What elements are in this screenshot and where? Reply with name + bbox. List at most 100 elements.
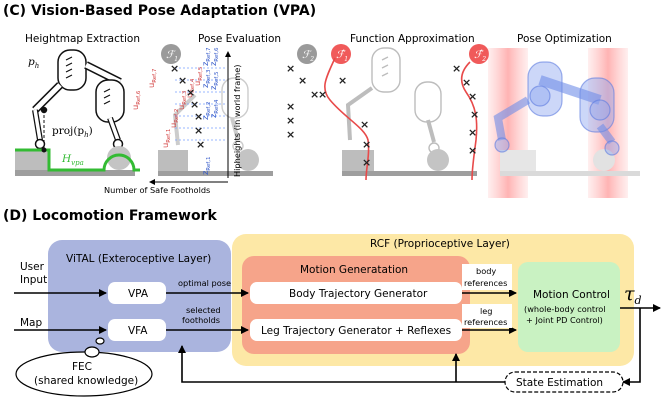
u-ref-label: uRef,2	[168, 109, 180, 128]
z-ref-label: zRef,1	[200, 157, 212, 175]
sample-x-mark: ×	[178, 74, 187, 87]
user-input-label-1: User	[20, 261, 45, 273]
hipheight-grid	[175, 67, 225, 141]
u-ref-label: uRef,6	[130, 90, 142, 110]
f2-badge-label: ℱ2	[302, 49, 314, 63]
pose-eval-panel: ℱ1 Hipheights (in world frame) Number of…	[104, 44, 273, 195]
sample-x-mark: ×	[286, 62, 295, 75]
fhat2-badge-label: ℱ̂2	[474, 49, 486, 63]
sample-x-mark: ×	[452, 62, 461, 75]
func-approx-panel-title: Function Approximation	[350, 33, 475, 45]
func-approx-samples: × × × × × × × × × × × × × × × × ×	[286, 62, 479, 169]
feedback-arrow-1	[622, 308, 641, 386]
sample-x-mark: ×	[286, 128, 295, 141]
z-ref-label: zRef,6	[208, 47, 220, 66]
ground-pipe	[107, 146, 131, 170]
safe-footholds-axis-label: Number of Safe Footholds	[104, 185, 210, 195]
sample-x-mark: ×	[362, 138, 371, 151]
fhat2-badge	[469, 44, 489, 64]
proj-label: proj(ph)	[52, 125, 93, 139]
flow-arrows	[14, 289, 661, 386]
selected-footholds-label-1: selected	[186, 305, 221, 315]
vital-title: ViTAL (Exteroceptive Layer)	[66, 253, 211, 265]
z-ref-label: zRef,3	[200, 69, 212, 88]
sample-x-mark: ×	[468, 90, 477, 103]
body-ref-tag	[462, 264, 512, 290]
body-ref-label-2: references	[464, 278, 507, 288]
sample-x-mark: ×	[318, 88, 327, 101]
po-ground-floor	[500, 171, 640, 176]
motion-gen-title: Motion Generatation	[300, 264, 408, 276]
user-input-label-2: Input	[20, 274, 47, 286]
optimal-pose-label: optimal pose	[178, 278, 231, 288]
leg-traj-box	[250, 319, 462, 341]
pose-eval-samples: × × × × × × ×	[170, 62, 205, 151]
fa-ground-floor	[342, 171, 477, 176]
leg-ref-label-1: leg	[480, 306, 493, 316]
fec-sublabel: (shared knowledge)	[34, 375, 138, 387]
sample-x-mark: ×	[190, 98, 199, 111]
vpa-box-label: VPA	[128, 288, 149, 300]
ph-label: ph	[28, 56, 39, 70]
sample-x-mark: ×	[196, 138, 205, 151]
pe-ground-floor	[158, 171, 273, 176]
motion-control-title: Motion Control	[533, 289, 610, 301]
fec-cloud	[15, 337, 153, 397]
z-ref-label: zRef,2	[200, 102, 212, 120]
fhat1-badge-label: ℱ̂1	[336, 49, 348, 63]
vpa-section-title: (C) Vision-Based Pose Adaptation (VPA)	[3, 3, 316, 19]
tau-output-label: τd	[624, 283, 642, 307]
selected-footholds-label-2: footholds	[182, 315, 220, 325]
body-ref-label-1: body	[476, 266, 496, 276]
u-ref-label: uRef,3	[176, 90, 188, 110]
vfa-box	[108, 319, 166, 341]
sample-x-mark: ×	[286, 100, 295, 113]
sample-x-mark: ×	[194, 124, 203, 137]
vpa-box	[108, 282, 166, 304]
u-ref-labels: uRef,1 uRef,2 uRef,3 uRef,4 uRef,5 uRef,…	[130, 66, 204, 148]
f1-badge	[161, 44, 181, 64]
motion-control-box	[518, 262, 620, 352]
sample-x-mark: ×	[286, 114, 295, 127]
pe-ground-pipe	[237, 149, 259, 171]
blurred-robot-poses	[493, 61, 620, 156]
sample-x-mark: ×	[310, 88, 319, 101]
body-traj-label: Body Trajectory Generator	[289, 288, 428, 300]
leg-ref-tag	[462, 304, 512, 328]
fhat1-curve	[324, 57, 370, 181]
faint-robot-func-approx	[345, 47, 442, 154]
sample-x-mark: ×	[338, 74, 347, 87]
z-ref-label: zRef,5	[208, 71, 220, 90]
sample-x-mark: ×	[186, 86, 195, 99]
sample-x-mark: ×	[362, 156, 371, 169]
z-ref-label: zRef,7	[200, 47, 212, 66]
pe-ground-block	[158, 150, 188, 174]
state-estimation-box	[504, 371, 624, 393]
body-traj-box	[250, 282, 462, 304]
pose-opt-panel	[488, 48, 640, 198]
projection-point	[41, 147, 47, 153]
leg-ref-label-2: references	[464, 317, 507, 327]
sample-x-mark: ×	[470, 108, 479, 121]
loco-section-title: (D) Locomotion Framework	[3, 208, 217, 224]
heightmap-panel: ph proj(ph) Hvpa	[15, 49, 140, 176]
heightmap-panel-title: Heightmap Extraction	[25, 33, 140, 45]
sample-x-mark: ×	[298, 74, 307, 87]
rcf-title: RCF (Proprioceptive Layer)	[370, 238, 510, 250]
fec-label: FEC	[72, 361, 92, 373]
f1-badge-label: ℱ1	[166, 49, 178, 63]
sample-x-mark: ×	[462, 76, 471, 89]
f2-badge	[297, 44, 317, 64]
hipheights-axis-label: Hipheights (in world frame)	[232, 65, 242, 177]
ground-floor	[15, 170, 135, 176]
sample-x-mark: ×	[170, 62, 179, 75]
motion-control-line2: + Joint PD Control)	[526, 315, 603, 325]
z-ref-labels: zRef,1 zRef,2 zRef,3 zRef,4 zRef,5 zRef,…	[200, 47, 220, 175]
map-label: Map	[20, 317, 42, 329]
po-ground-block	[500, 150, 536, 174]
u-ref-label: uRef,4	[184, 78, 196, 98]
z-ref-label: zRef,4	[208, 99, 220, 118]
vfa-box-label: VFA	[128, 325, 148, 337]
fhat2-curve	[460, 61, 478, 181]
